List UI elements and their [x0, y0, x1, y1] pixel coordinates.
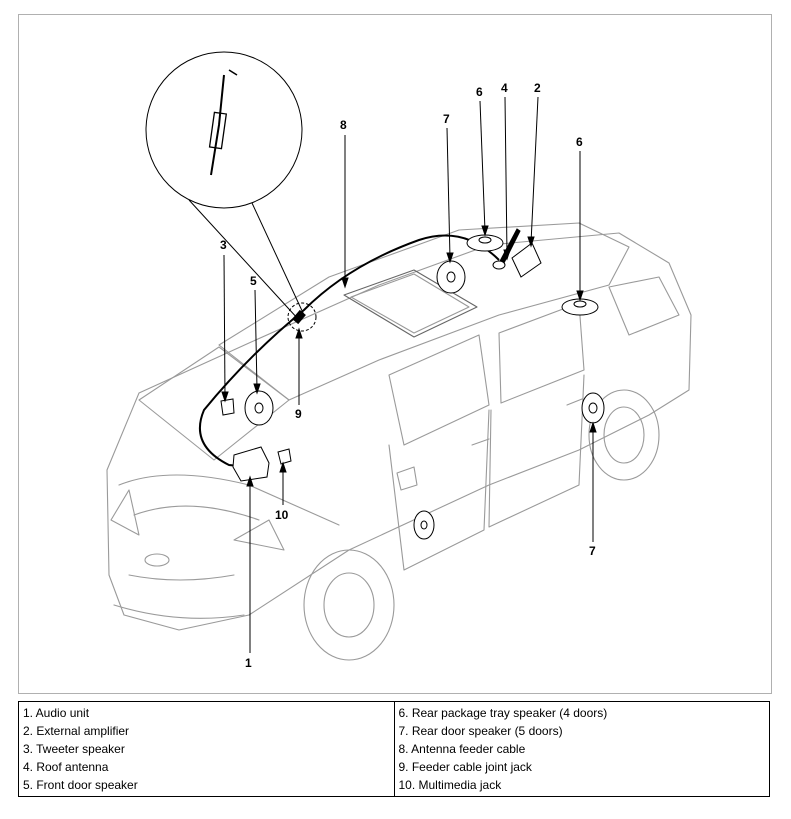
- legend-item: 4. Roof antenna: [23, 760, 109, 774]
- joint-jack-marker: [287, 302, 317, 332]
- callout-5: 5: [250, 274, 257, 288]
- legend-item: 1. Audio unit: [23, 706, 90, 720]
- side-window-rear: [498, 302, 585, 404]
- side-mirror: [396, 466, 418, 491]
- callout-4: 4: [501, 81, 508, 95]
- legend-item: 3. Tweeter speaker: [23, 742, 125, 756]
- door-front: [388, 409, 490, 571]
- door-rear: [488, 374, 585, 528]
- audio-unit: [232, 446, 270, 482]
- windshield: [138, 346, 290, 461]
- callout-7-lower: 7: [589, 544, 596, 558]
- rear-wheel-hub: [603, 406, 645, 464]
- parts-legend-table: 1. Audio unit 2. External amplifier 3. T…: [18, 701, 770, 797]
- legend-column-right: 6. Rear package tray speaker (4 doors) 7…: [393, 701, 770, 797]
- legend-item: 2. External amplifier: [23, 724, 130, 738]
- multimedia-jack: [277, 448, 292, 465]
- car-roof: [218, 222, 630, 401]
- headlight-left: [110, 489, 140, 536]
- side-window-front: [388, 334, 490, 446]
- car-body-outline: [106, 232, 692, 631]
- hood-crease: [133, 505, 260, 521]
- callout-7-upper: 7: [443, 112, 450, 126]
- tweeter-speaker: [220, 398, 235, 416]
- rear-window: [608, 276, 680, 336]
- callout-6-right: 6: [576, 135, 583, 149]
- legend-item: 9. Feeder cable joint jack: [398, 760, 532, 774]
- callout-9: 9: [295, 407, 302, 421]
- headlight-right: [233, 519, 285, 551]
- callout-1: 1: [245, 656, 252, 670]
- door-handle-rear: [566, 398, 583, 406]
- front-grille: [128, 574, 235, 581]
- callout-3: 3: [220, 238, 227, 252]
- front-badge: [144, 553, 170, 567]
- car-illustration: 1 2 3 4 5 6 6 7 7 8 9 10: [106, 51, 692, 670]
- callout-8: 8: [340, 118, 347, 132]
- legend-item: 8. Antenna feeder cable: [398, 742, 526, 756]
- legend-item: 6. Rear package tray speaker (4 doors): [398, 706, 608, 720]
- callout-6-left: 6: [476, 85, 483, 99]
- legend-item: 5. Front door speaker: [23, 778, 138, 792]
- callout-10: 10: [275, 508, 289, 522]
- callout-2: 2: [534, 81, 541, 95]
- legend-item: 10. Multimedia jack: [398, 778, 502, 792]
- sunroof: [343, 269, 478, 338]
- front-bumper: [113, 604, 245, 619]
- audio-system-diagram: 1 2 3 4 5 6 6 7 7 8 9 10: [18, 14, 772, 694]
- rear-wheel: [588, 389, 660, 481]
- front-wheel-hub: [323, 572, 375, 638]
- door-handle-front: [471, 438, 490, 446]
- antenna-feeder-cable: [199, 234, 500, 468]
- legend-item: 7. Rear door speaker (5 doors): [398, 724, 563, 738]
- front-wheel: [303, 549, 395, 661]
- hood-line: [118, 474, 340, 526]
- legend-column-left: 1. Audio unit 2. External amplifier 3. T…: [18, 701, 395, 797]
- external-amplifier: [511, 242, 542, 278]
